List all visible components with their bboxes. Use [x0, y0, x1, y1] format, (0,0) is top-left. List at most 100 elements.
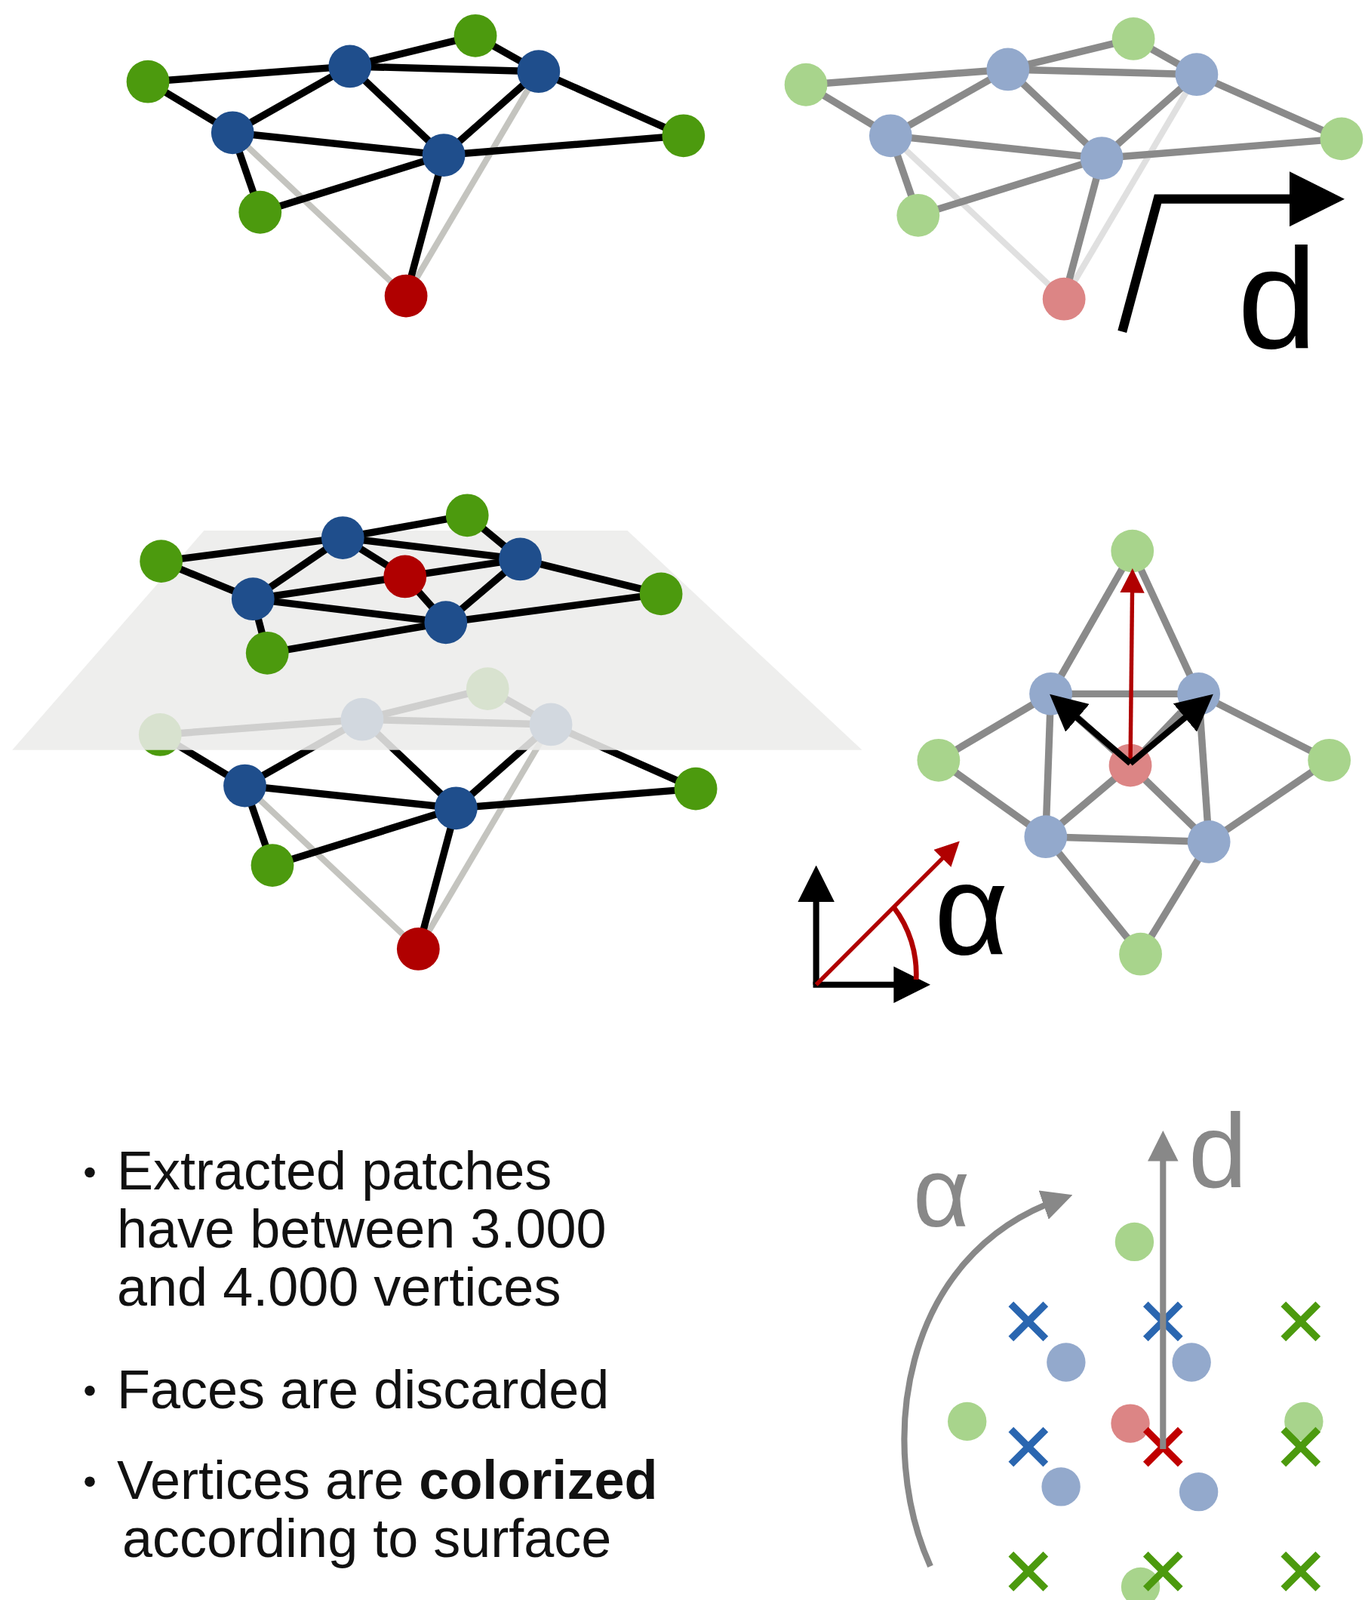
mesh-edge	[252, 599, 446, 623]
angle-label: α	[934, 845, 1009, 974]
mesh-edge	[918, 158, 1102, 216]
mesh-edge	[252, 576, 405, 600]
mesh-patch	[139, 493, 683, 674]
mesh-vertex	[384, 274, 428, 318]
mesh-edge	[350, 66, 539, 72]
angle-sweep-arrow	[903, 1198, 1061, 1567]
mesh-edge	[405, 71, 539, 296]
mesh-vertex	[1112, 17, 1156, 61]
mesh-edge	[1101, 138, 1342, 159]
mesh-vertex	[139, 539, 183, 583]
mesh-edge	[443, 135, 684, 156]
mesh-edge	[244, 785, 419, 949]
grid-point	[1283, 1303, 1319, 1339]
distance-axis	[1159, 1142, 1166, 1449]
mesh-vertex	[126, 60, 170, 104]
projection-plane	[12, 530, 862, 751]
mesh-edge	[1196, 74, 1342, 139]
mesh-vertex	[1023, 814, 1067, 858]
mesh-vertex	[498, 538, 542, 582]
mesh-edge	[538, 71, 684, 136]
mesh-vertex	[211, 110, 255, 154]
mesh-vertex	[661, 113, 705, 157]
mesh-vertex	[1110, 1403, 1150, 1442]
bullet	[84, 1475, 96, 1487]
mesh-vertex	[245, 631, 289, 675]
mesh-vertex	[1175, 52, 1219, 96]
mesh-edge	[1208, 759, 1330, 842]
mesh-vertex	[947, 1401, 987, 1441]
mesh-edge	[1051, 550, 1133, 694]
mesh-edge	[1045, 836, 1209, 843]
mesh-edge	[1132, 550, 1199, 694]
mesh-vertex	[1115, 1222, 1154, 1261]
mesh-vertex	[445, 493, 489, 537]
mesh-edge	[1063, 74, 1197, 299]
mesh-vertex	[1041, 1466, 1080, 1506]
mesh-vertex	[383, 555, 427, 599]
mesh-vertex	[639, 572, 683, 616]
mesh-vertex	[328, 45, 372, 89]
mesh-edge	[418, 808, 456, 950]
grid-point	[1011, 1429, 1046, 1464]
grid-point	[1145, 1553, 1181, 1589]
grid-point	[1283, 1553, 1319, 1589]
mesh-vertex	[1320, 117, 1364, 161]
mesh-edge	[520, 559, 662, 594]
mesh-vertex	[424, 600, 468, 644]
mesh-vertex	[1110, 529, 1154, 573]
mesh-vertex	[422, 133, 466, 177]
mesh-vertex	[1179, 1472, 1218, 1511]
mesh-vertex	[434, 786, 478, 830]
mesh-patch	[916, 529, 1351, 976]
mesh-vertex	[674, 767, 718, 811]
mesh-edge	[147, 66, 351, 82]
mesh-vertex	[223, 764, 267, 808]
angle-axis	[813, 981, 919, 988]
bullet	[84, 1385, 96, 1396]
mesh-edge	[890, 135, 1064, 299]
angle-axis	[813, 877, 820, 985]
mesh-vertex	[1042, 277, 1086, 321]
grid-point	[1011, 1303, 1046, 1339]
mesh-edge	[232, 132, 444, 156]
mesh-vertex	[454, 14, 498, 58]
mesh-edge	[418, 808, 456, 950]
mesh-vertex	[321, 516, 365, 560]
mesh-edge	[260, 155, 444, 213]
mesh-vertex	[986, 48, 1030, 92]
mesh-edge	[1051, 690, 1199, 698]
bullet-text: Extracted patches have between 3.000 and…	[116, 1141, 646, 1316]
mesh-vertex	[784, 63, 828, 107]
mesh-edge	[1063, 158, 1102, 300]
mesh-vertex	[231, 577, 275, 621]
star-arrow	[1130, 701, 1204, 763]
bullet-text: Vertices are	[116, 1449, 404, 1510]
mesh-edge	[418, 724, 551, 949]
bullet-text: according to surface	[122, 1509, 612, 1568]
bullet-text: Faces are discarded	[116, 1360, 609, 1419]
bullet-text-bold: colorized	[418, 1449, 658, 1510]
mesh-vertex	[1187, 820, 1231, 864]
angle-arc	[893, 906, 917, 980]
mesh-patch	[126, 14, 706, 318]
mesh-edge	[890, 135, 1102, 159]
mesh-vertex	[1119, 932, 1163, 976]
distance-label: d	[1237, 226, 1318, 370]
bullet-line: Vertices arecolorized	[116, 1451, 658, 1510]
angle-label: α	[913, 1143, 970, 1242]
mesh-edge	[1045, 693, 1052, 837]
grid-point	[1011, 1553, 1046, 1589]
mesh-edge	[267, 622, 446, 654]
angle-ray	[816, 846, 955, 985]
mesh-edge	[1198, 693, 1210, 842]
mesh-edge	[272, 808, 456, 866]
mesh-edge	[1045, 836, 1141, 954]
mesh-edge	[232, 132, 406, 296]
mesh-vertex	[1307, 738, 1351, 782]
mesh-vertex	[251, 843, 295, 887]
mesh-edge	[805, 69, 1009, 85]
mesh-vertex	[1046, 1342, 1086, 1381]
mesh-edge	[405, 155, 444, 297]
